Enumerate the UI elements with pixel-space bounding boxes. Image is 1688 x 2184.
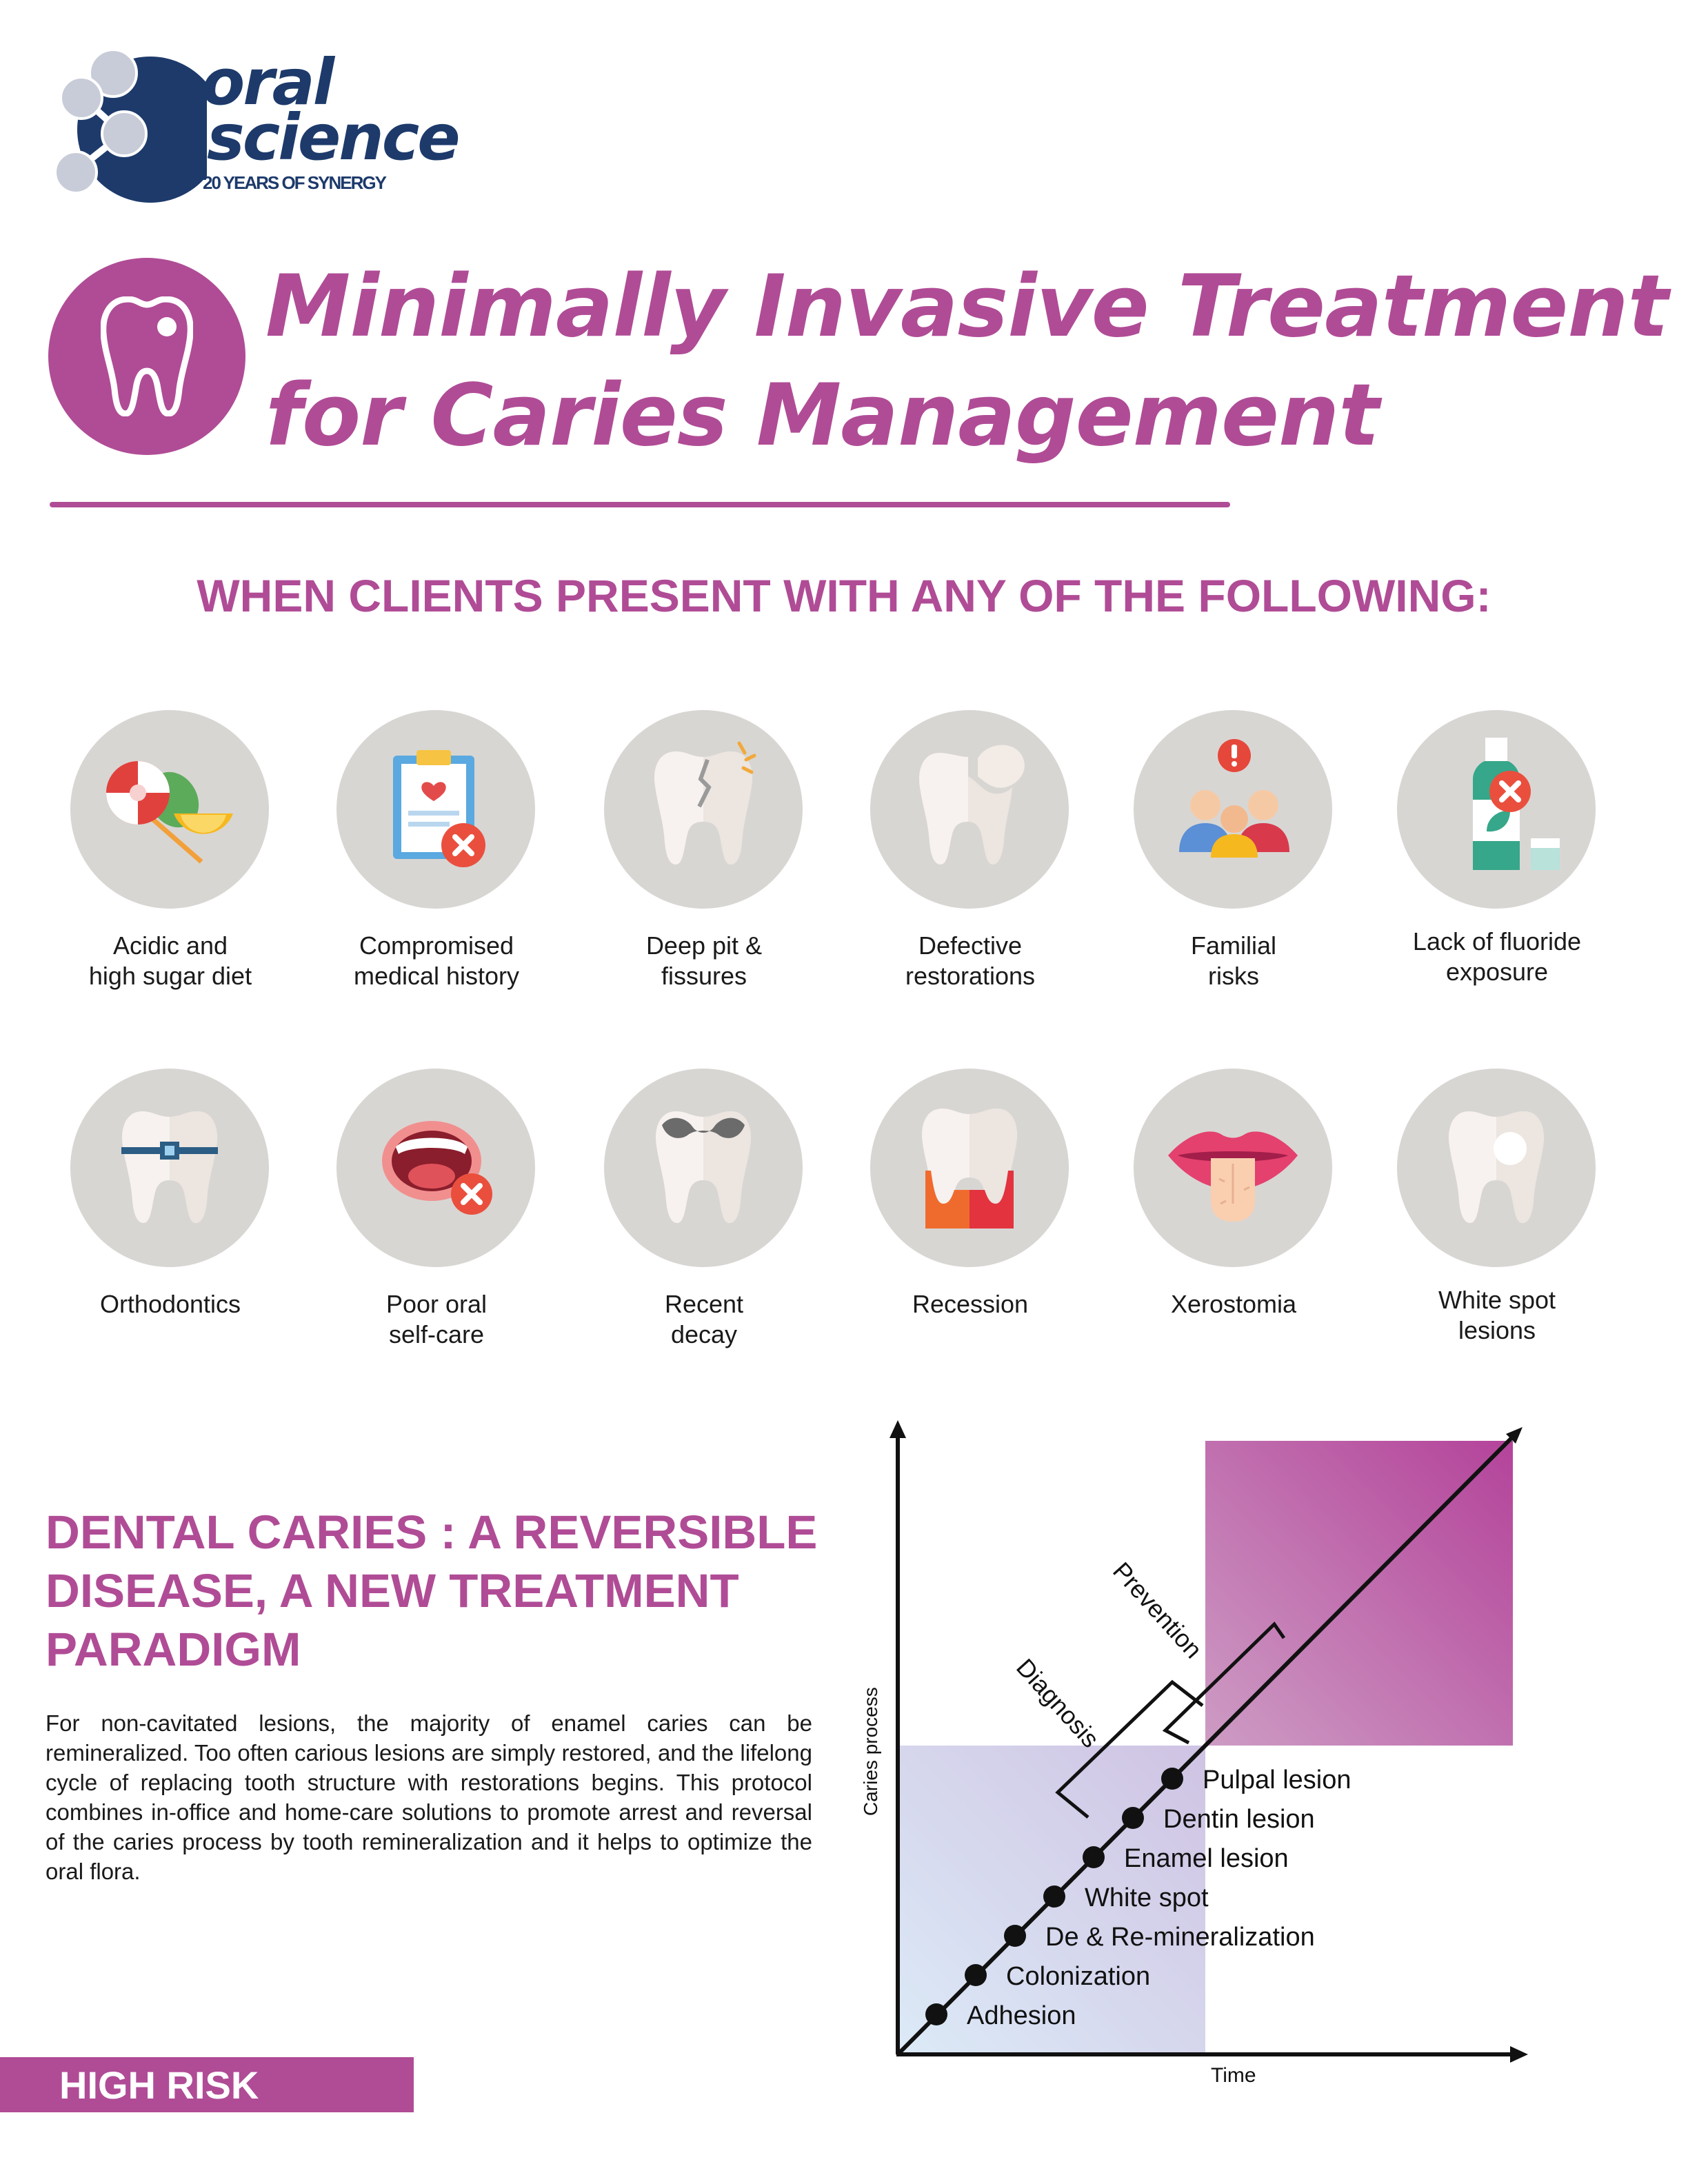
icon-circle [604,1069,803,1267]
stage-label: Colonization [1006,1962,1150,1991]
risk-factor-label: restorations [905,962,1036,990]
risk-factor-label: lesions [1458,1316,1536,1344]
icon-circle [1397,710,1596,909]
prevention-bracket [1162,1621,1286,1745]
x-axis-arrow [1510,2046,1528,2063]
caries-section-heading: DENTAL CARIES : A REVERSIBLE DISEASE, A … [46,1503,825,1679]
diagnosis-bracket [1055,1679,1204,1819]
risk-factor-label: Deep pit & [645,931,763,960]
icon-circle [870,1069,1069,1267]
prevention-label: Prevention [1107,1557,1208,1664]
stage-label: De & Re-mineralization [1045,1923,1315,1952]
gum-recession-icon [922,1109,1017,1228]
brand-name-line2: science [207,101,461,174]
section-heading: WHEN CLIENTS PRESENT WITH ANY OF THE FOL… [197,570,1491,621]
risk-factor-label: risks [1208,962,1259,990]
risk-factor-label: Lack of fluoride [1412,927,1582,956]
risk-factor-label: Acidic and [112,931,228,960]
fluoride-bottle-icon [1473,738,1560,870]
risk-factor-label: Familial [1190,931,1276,960]
white-spot-tooth-icon [1449,1111,1544,1223]
broken-tooth-icon [919,745,1025,865]
y-axis-arrow [890,1420,906,1438]
caries-chart-svg: Diagnosis Prevention Time Caries process… [860,1420,1528,2087]
risk-factor-label: fissures [661,962,747,990]
risk-factor-label: medical history [353,962,520,990]
dry-mouth-icon [1168,1131,1298,1222]
open-mouth-icon [382,1121,492,1215]
candy-fruit-icon [106,761,233,864]
high-risk-banner-label: HIGH RISK CARIES [59,2063,259,2152]
tooth-icon [101,296,193,416]
risk-factor-label: White spot [1438,1286,1556,1314]
brand-name-line1: oral [201,46,334,119]
icon-circle [1134,710,1332,909]
icon-circle [1134,1069,1332,1267]
caries-heading-line: PARADIGM [46,1623,301,1676]
brand-tagline: 20 YEARS OF SYNERGY [203,172,387,193]
stage-points: Adhesion Colonization De & Re-mineralizati… [925,1766,1351,2030]
caries-heading-line: DISEASE, A NEW TREATMENT [46,1564,739,1617]
brand-logo [41,41,223,207]
progression-arrow [1506,1427,1523,1444]
title-badge [48,258,245,455]
stage-label: Pulpal lesion [1203,1766,1351,1794]
decayed-tooth-icon [656,1111,751,1223]
risk-factor-label: Xerostomia [1170,1290,1297,1318]
risk-factor-label: Recession [912,1290,1029,1318]
y-axis-label: Caries process [860,1687,881,1816]
icon-circle [70,1069,269,1267]
stage-point [1043,1885,1065,1908]
risk-factor-label: exposure [1445,958,1549,986]
caries-process-chart: Diagnosis Prevention Time Caries process… [855,1406,1688,2123]
diagnosis-label: Diagnosis [1011,1653,1105,1753]
risk-factor-label: Compromised [359,931,514,960]
stage-label: Adhesion [967,2001,1076,2030]
stage-point [965,1964,987,1986]
icon-circle [336,1069,535,1267]
high-risk-banner: HIGH RISK CARIES [0,2057,414,2152]
icon-circle [1397,1069,1596,1267]
stage-point [1083,1846,1105,1868]
stage-point [925,2003,947,2025]
family-alert-icon [1179,739,1289,858]
title-divider [50,502,1230,507]
risk-factor-label: Recent [664,1290,744,1318]
risk-factor-label: Defective [918,931,1023,960]
icon-circle [70,710,269,909]
cracked-tooth-icon [654,741,756,865]
stage-point [1004,1925,1026,1947]
stage-label: White spot [1085,1883,1209,1912]
molecule-icon [54,48,223,203]
caries-heading-line: DENTAL CARIES : A REVERSIBLE [46,1506,818,1559]
risk-factor-label: Poor oral [385,1290,488,1318]
risk-factor-label: decay [670,1320,738,1348]
icon-circle [870,710,1069,909]
stage-label: Enamel lesion [1124,1844,1289,1873]
stage-point [1122,1807,1144,1829]
page-title-line2: for Caries Management [265,366,1380,465]
risk-factor-label: self-care [388,1320,485,1348]
risk-factor-label: Orthodontics [99,1290,241,1318]
risk-factor-label: high sugar diet [88,962,252,990]
stage-point [1161,1768,1183,1790]
icon-circle [604,710,803,909]
icon-circle [336,710,535,909]
stage-label: Dentin lesion [1163,1805,1315,1834]
caries-section-body: For non-cavitated lesions, the majority … [46,1710,812,1884]
caries-progression-line [896,1433,1516,2056]
page-title-line1: Minimally Invasive Treatment [265,257,1669,356]
x-axis-label: Time [1211,2064,1256,2087]
braces-tooth-icon [121,1111,218,1223]
medical-clipboard-icon [393,750,485,867]
